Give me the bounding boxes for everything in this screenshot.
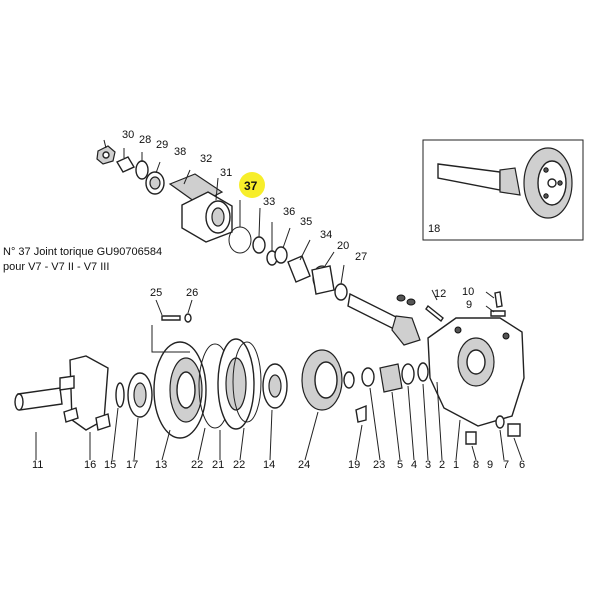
part-label-15: 15 bbox=[104, 459, 116, 471]
part-label-11: 11 bbox=[32, 459, 43, 471]
part-label-1: 1 bbox=[453, 459, 459, 471]
part-label-20: 20 bbox=[337, 240, 349, 252]
part-label-5: 5 bbox=[397, 459, 403, 471]
part-label-32: 32 bbox=[200, 153, 212, 165]
part-label-37: 37 bbox=[244, 179, 258, 193]
part-label-29: 29 bbox=[156, 139, 168, 151]
highlight-circle-37 bbox=[239, 172, 265, 198]
part-label-33: 33 bbox=[263, 196, 275, 208]
upper-pinion-assembly bbox=[96, 145, 421, 346]
part-label-8: 8 bbox=[473, 459, 479, 471]
caption-line-1: N° 37 Joint torique GU90706584 bbox=[3, 246, 163, 258]
leader-lines bbox=[35, 139, 523, 461]
part-label-3: 3 bbox=[425, 459, 431, 471]
part-label-2: 2 bbox=[439, 459, 445, 471]
part-label-22-b: 22 bbox=[233, 459, 245, 471]
part-label-25: 25 bbox=[150, 287, 162, 299]
part-label-9-b: 9 bbox=[487, 459, 493, 471]
part-label-16: 16 bbox=[84, 459, 96, 471]
part-label-17: 17 bbox=[126, 459, 138, 471]
part-label-6: 6 bbox=[519, 459, 525, 471]
part-label-28: 28 bbox=[139, 134, 151, 146]
inset-gear-set bbox=[422, 139, 584, 241]
small-fasteners bbox=[396, 291, 506, 323]
part-number-labels: 30 28 29 38 32 31 37 33 36 35 34 20 27 1… bbox=[32, 129, 525, 471]
part-label-23: 23 bbox=[373, 459, 385, 471]
part-label-22-a: 22 bbox=[191, 459, 203, 471]
part-label-10: 10 bbox=[462, 286, 474, 298]
part-label-35: 35 bbox=[300, 216, 312, 228]
part-label-31: 31 bbox=[220, 167, 232, 179]
lower-drive-assembly bbox=[14, 313, 525, 445]
part-label-13: 13 bbox=[155, 459, 167, 471]
part-label-19: 19 bbox=[348, 459, 360, 471]
part-label-7: 7 bbox=[503, 459, 509, 471]
part-label-9: 9 bbox=[466, 299, 472, 311]
part-label-14: 14 bbox=[263, 459, 275, 471]
part-label-34: 34 bbox=[320, 229, 332, 241]
part-label-4: 4 bbox=[411, 459, 417, 471]
part-label-26: 26 bbox=[186, 287, 198, 299]
part-label-18: 18 bbox=[428, 223, 440, 235]
part-label-21: 21 bbox=[212, 459, 224, 471]
part-label-12: 12 bbox=[434, 288, 446, 300]
part-label-27: 27 bbox=[355, 251, 367, 263]
part-label-38: 38 bbox=[174, 146, 186, 158]
part-label-36: 36 bbox=[283, 206, 295, 218]
caption-line-2: pour V7 - V7 II - V7 III bbox=[3, 261, 110, 273]
part-label-30: 30 bbox=[122, 129, 134, 141]
part-label-24: 24 bbox=[298, 459, 310, 471]
